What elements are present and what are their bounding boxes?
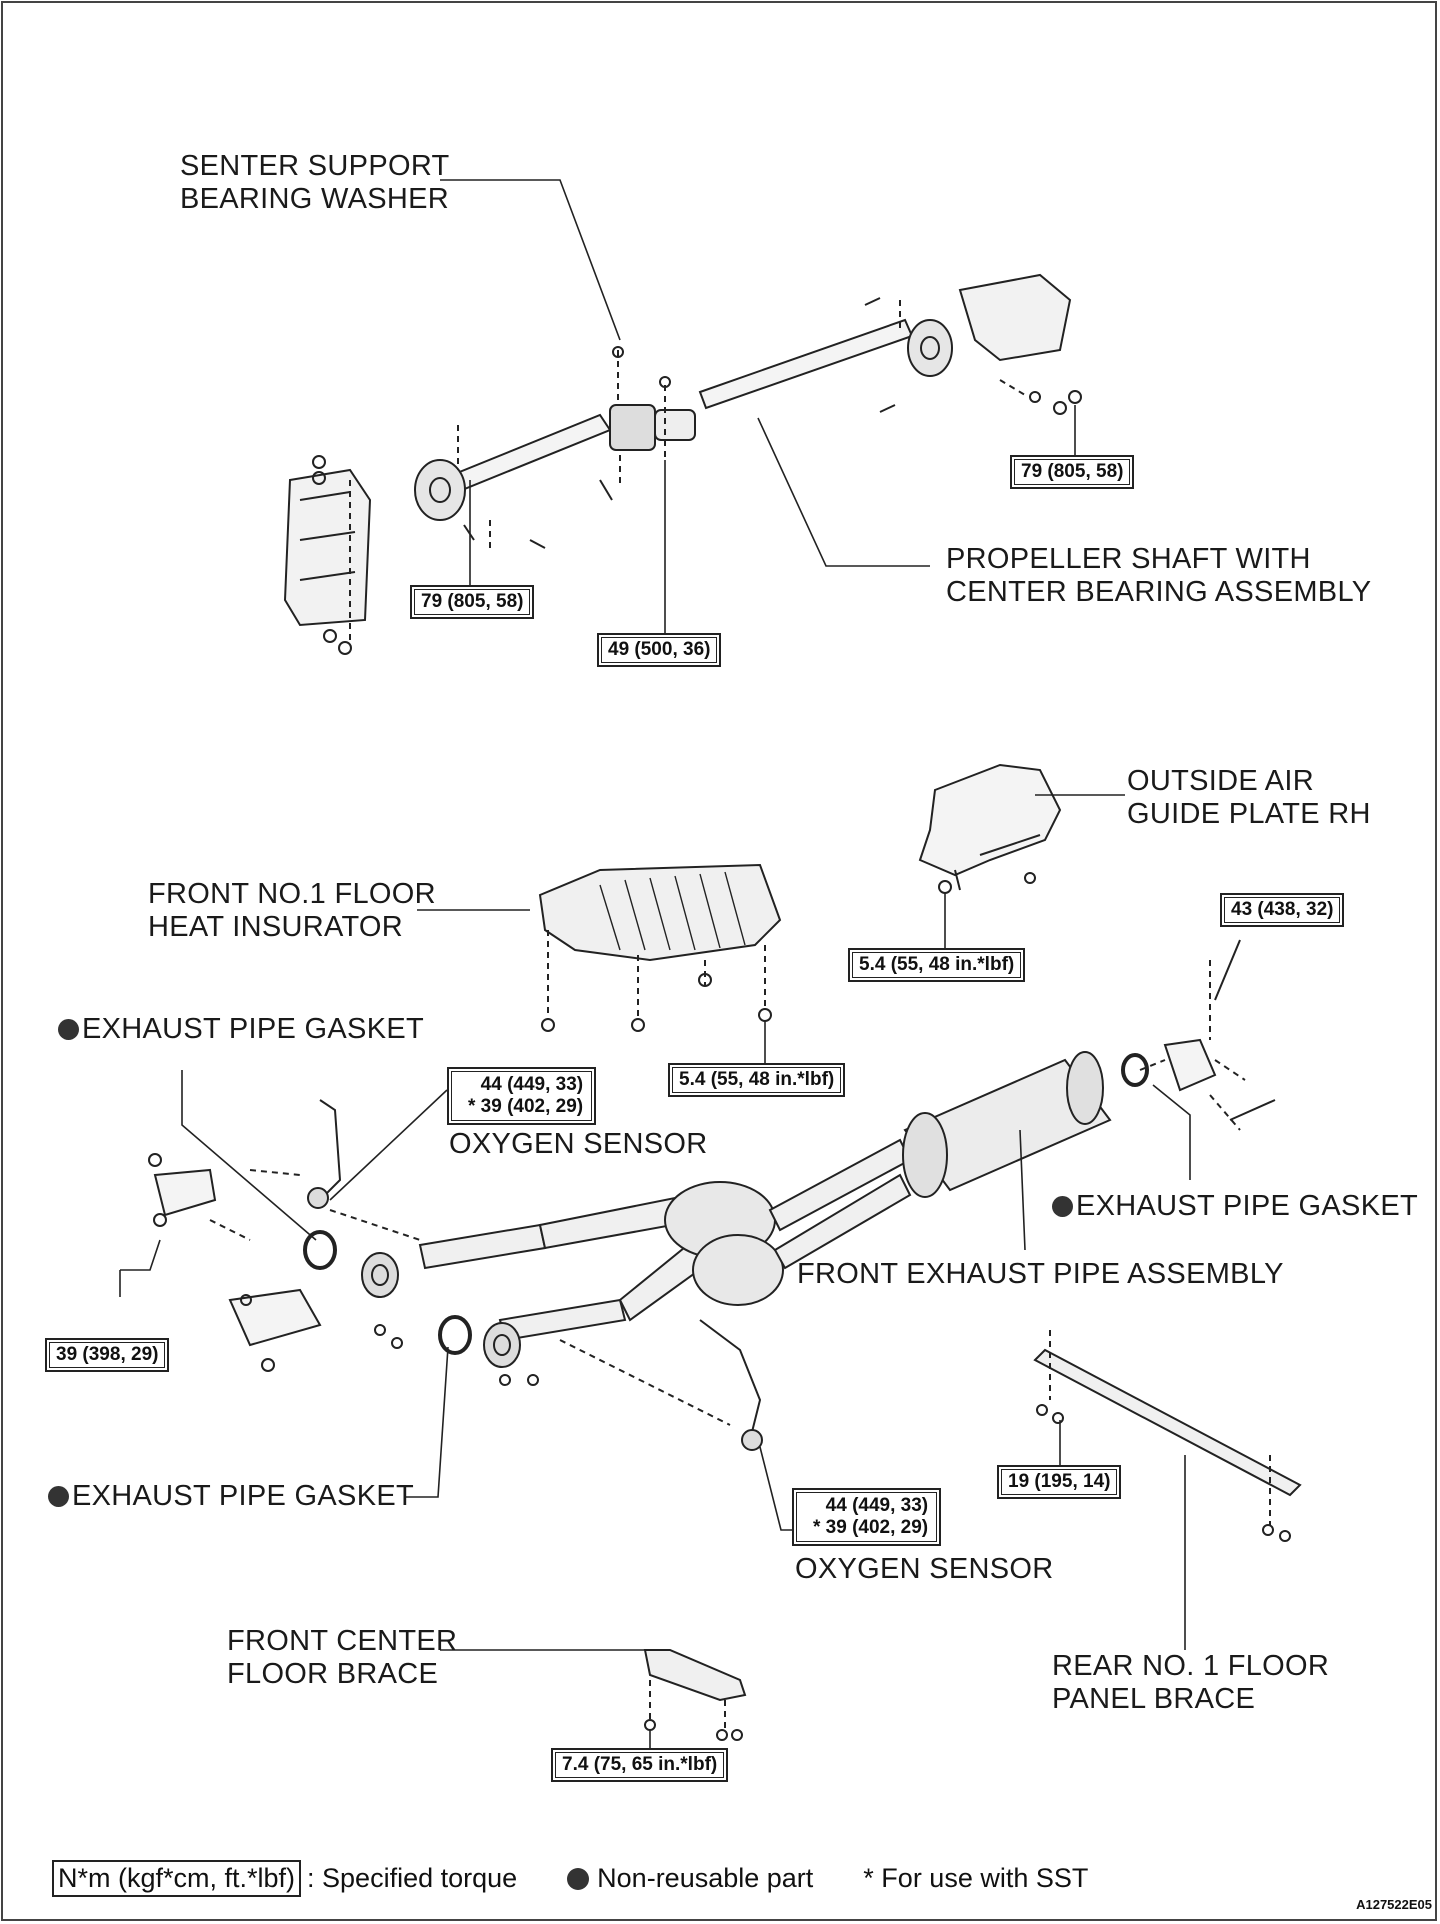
- rear-brace-drawing: [1033, 1330, 1302, 1542]
- torque-rear-brace: 19 (195, 14): [997, 1465, 1122, 1499]
- label-oxygen-sensor-upper: OXYGEN SENSOR: [449, 1128, 708, 1160]
- exhaust-pipe-drawing: [148, 939, 1276, 1451]
- legend-torque-text: : Specified torque: [307, 1863, 518, 1893]
- torque-tail-bolt: 43 (438, 32): [1220, 893, 1345, 927]
- non-reusable-dot-icon: [58, 1019, 79, 1040]
- legend-nonreusable-text: Non-reusable part: [597, 1863, 814, 1893]
- label-propeller-shaft: PROPELLER SHAFT WITH CENTER BEARING ASSE…: [946, 543, 1372, 608]
- label-rear-floor-panel-brace: REAR NO. 1 FLOOR PANEL BRACE: [1052, 1650, 1330, 1715]
- torque-air-guide: 5.4 (55, 48 in.*lbf): [848, 948, 1026, 982]
- heat-insulator-drawing: [538, 863, 782, 1032]
- legend-sst-text: * For use with SST: [863, 1863, 1089, 1893]
- label-center-support-washer: SENTER SUPPORT BEARING WASHER: [180, 150, 450, 215]
- legend: N*m (kgf*cm, ft.*lbf) : Specified torque…: [52, 1860, 1138, 1897]
- legend-torque-box: N*m (kgf*cm, ft.*lbf): [52, 1860, 302, 1897]
- torque-front-flange: 39 (398, 29): [45, 1338, 170, 1372]
- label-floor-heat-insulator: FRONT NO.1 FLOOR HEAT INSURATOR: [148, 878, 436, 943]
- non-reusable-dot-icon: [48, 1486, 69, 1507]
- non-reusable-dot-icon: [1052, 1196, 1073, 1217]
- center-brace-drawing: [643, 1649, 747, 1741]
- label-exhaust-gasket-front: EXHAUST PIPE GASKET: [58, 1013, 424, 1046]
- torque-oxygen-sensor-lower: 44 (449, 33)* 39 (402, 29): [792, 1488, 942, 1546]
- label-oxygen-sensor-lower: OXYGEN SENSOR: [795, 1553, 1054, 1585]
- torque-center-bearing: 49 (500, 36): [597, 633, 722, 667]
- figure-code: A127522E05: [1356, 1897, 1432, 1912]
- label-exhaust-gasket-lower: EXHAUST PIPE GASKET: [48, 1480, 414, 1513]
- label-front-exhaust-pipe: FRONT EXHAUST PIPE ASSEMBLY: [797, 1258, 1284, 1290]
- torque-prop-rear: 79 (805, 58): [1010, 455, 1135, 489]
- non-reusable-dot-icon: [567, 1867, 590, 1890]
- label-front-center-floor-brace: FRONT CENTER FLOOR BRACE: [227, 1625, 458, 1690]
- air-guide-plate-drawing: [918, 763, 1062, 894]
- torque-center-brace: 7.4 (75, 65 in.*lbf): [551, 1748, 729, 1782]
- torque-prop-front: 79 (805, 58): [410, 585, 535, 619]
- torque-oxygen-sensor-upper: 44 (449, 33)* 39 (402, 29): [447, 1067, 597, 1125]
- label-outside-air-guide-plate: OUTSIDE AIR GUIDE PLATE RH: [1127, 765, 1371, 830]
- torque-heat-insulator: 5.4 (55, 48 in.*lbf): [668, 1063, 846, 1097]
- label-exhaust-gasket-rear: EXHAUST PIPE GASKET: [1052, 1190, 1418, 1223]
- propeller-shaft-drawing: [283, 273, 1082, 655]
